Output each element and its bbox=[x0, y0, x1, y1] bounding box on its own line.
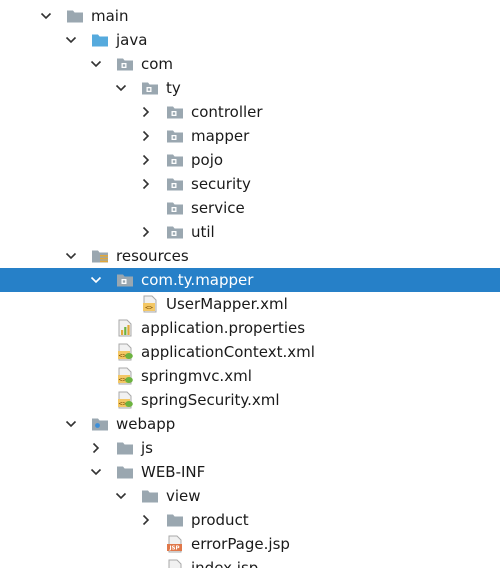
chevron-down-icon[interactable] bbox=[65, 250, 77, 262]
tree-row-label: security bbox=[191, 175, 251, 193]
tree-row-label: com.ty.mapper bbox=[141, 271, 254, 289]
tree-row-label: controller bbox=[191, 103, 263, 121]
chevron-right-icon[interactable] bbox=[140, 226, 152, 238]
tree-row-label: java bbox=[116, 31, 148, 49]
package-icon bbox=[141, 79, 159, 97]
spring-xml-file-icon: <> bbox=[116, 391, 134, 409]
tree-row-label: springmvc.xml bbox=[141, 367, 252, 385]
xml-file-icon: <> bbox=[141, 295, 159, 313]
tree-row-mapper[interactable]: mapper bbox=[0, 124, 500, 148]
tree-row-label: springSecurity.xml bbox=[141, 391, 280, 409]
tree-row-springmvc-xml[interactable]: <> springmvc.xml bbox=[0, 364, 500, 388]
tree-row-com-ty-mapper[interactable]: com.ty.mapper bbox=[0, 268, 500, 292]
tree-row-com[interactable]: com bbox=[0, 52, 500, 76]
jsp-file-icon: JSP bbox=[166, 559, 184, 568]
tree-row-label: WEB-INF bbox=[141, 463, 206, 481]
svg-text:JSP: JSP bbox=[168, 546, 179, 552]
tree-row-springsecurity-xml[interactable]: <> springSecurity.xml bbox=[0, 388, 500, 412]
chevron-down-icon[interactable] bbox=[40, 10, 52, 22]
chevron-right-icon[interactable] bbox=[140, 514, 152, 526]
jsp-file-icon: JSP bbox=[166, 535, 184, 553]
folder-icon bbox=[141, 487, 159, 505]
folder-icon bbox=[166, 511, 184, 529]
tree-row-label: applicationContext.xml bbox=[141, 343, 315, 361]
tree-row-main[interactable]: main bbox=[0, 4, 500, 28]
tree-row-errorpage-jsp[interactable]: JSP errorPage.jsp bbox=[0, 532, 500, 556]
tree-row-usermapper-xml[interactable]: <> UserMapper.xml bbox=[0, 292, 500, 316]
tree-row-resources[interactable]: resources bbox=[0, 244, 500, 268]
tree-row-label: UserMapper.xml bbox=[166, 295, 288, 313]
tree-row-label: service bbox=[191, 199, 245, 217]
tree-row-label: index.jsp bbox=[191, 559, 259, 568]
tree-row-controller[interactable]: controller bbox=[0, 100, 500, 124]
folder-icon bbox=[66, 7, 84, 25]
tree-row-java[interactable]: java bbox=[0, 28, 500, 52]
tree-row-label: pojo bbox=[191, 151, 224, 169]
properties-file-icon bbox=[116, 319, 134, 337]
package-icon bbox=[166, 127, 184, 145]
tree-row-applicationcontext-xml[interactable]: <> applicationContext.xml bbox=[0, 340, 500, 364]
svg-text:<>: <> bbox=[145, 304, 153, 312]
tree-row-js[interactable]: js bbox=[0, 436, 500, 460]
tree-row-label: com bbox=[141, 55, 174, 73]
package-icon bbox=[166, 199, 184, 217]
tree-row-label: main bbox=[91, 7, 129, 25]
spring-xml-file-icon: <> bbox=[116, 343, 134, 361]
tree-row-label: application.properties bbox=[141, 319, 306, 337]
tree-row-security[interactable]: security bbox=[0, 172, 500, 196]
tree-row-application-properties[interactable]: application.properties bbox=[0, 316, 500, 340]
web-folder-icon bbox=[91, 415, 109, 433]
chevron-right-icon[interactable] bbox=[140, 154, 152, 166]
folder-icon bbox=[116, 463, 134, 481]
chevron-down-icon[interactable] bbox=[65, 34, 77, 46]
spring-xml-file-icon: <> bbox=[116, 367, 134, 385]
package-icon bbox=[166, 151, 184, 169]
chevron-down-icon[interactable] bbox=[115, 490, 127, 502]
tree-row-label: util bbox=[191, 223, 215, 241]
tree-row-label: product bbox=[191, 511, 249, 529]
tree-row-view[interactable]: view bbox=[0, 484, 500, 508]
tree-row-webapp[interactable]: webapp bbox=[0, 412, 500, 436]
chevron-right-icon[interactable] bbox=[90, 442, 102, 454]
tree-row-product[interactable]: product bbox=[0, 508, 500, 532]
tree-row-service[interactable]: service bbox=[0, 196, 500, 220]
tree-row-label: resources bbox=[116, 247, 189, 265]
tree-row-ty[interactable]: ty bbox=[0, 76, 500, 100]
chevron-down-icon[interactable] bbox=[90, 274, 102, 286]
package-icon bbox=[166, 103, 184, 121]
svg-text:<>: <> bbox=[119, 352, 127, 360]
package-icon bbox=[166, 175, 184, 193]
chevron-right-icon[interactable] bbox=[140, 178, 152, 190]
svg-text:<>: <> bbox=[119, 376, 127, 384]
source-folder-icon bbox=[91, 31, 109, 49]
tree-row-label: mapper bbox=[191, 127, 250, 145]
chevron-right-icon[interactable] bbox=[140, 130, 152, 142]
chevron-down-icon[interactable] bbox=[115, 82, 127, 94]
tree-row-label: view bbox=[166, 487, 201, 505]
chevron-down-icon[interactable] bbox=[65, 418, 77, 430]
tree-row-pojo[interactable]: pojo bbox=[0, 148, 500, 172]
tree-row-label: js bbox=[141, 439, 153, 457]
tree-row-web-inf[interactable]: WEB-INF bbox=[0, 460, 500, 484]
package-icon bbox=[116, 55, 134, 73]
package-icon bbox=[116, 271, 134, 289]
resources-folder-icon bbox=[91, 247, 109, 265]
chevron-right-icon[interactable] bbox=[140, 106, 152, 118]
tree-row-index-jsp[interactable]: JSP index.jsp bbox=[0, 556, 500, 568]
tree-row-label: webapp bbox=[116, 415, 176, 433]
chevron-down-icon[interactable] bbox=[90, 58, 102, 70]
tree-row-util[interactable]: util bbox=[0, 220, 500, 244]
svg-text:<>: <> bbox=[119, 400, 127, 408]
tree-row-label: errorPage.jsp bbox=[191, 535, 290, 553]
tree-row-label: ty bbox=[166, 79, 181, 97]
package-icon bbox=[166, 223, 184, 241]
chevron-down-icon[interactable] bbox=[90, 466, 102, 478]
folder-icon bbox=[116, 439, 134, 457]
